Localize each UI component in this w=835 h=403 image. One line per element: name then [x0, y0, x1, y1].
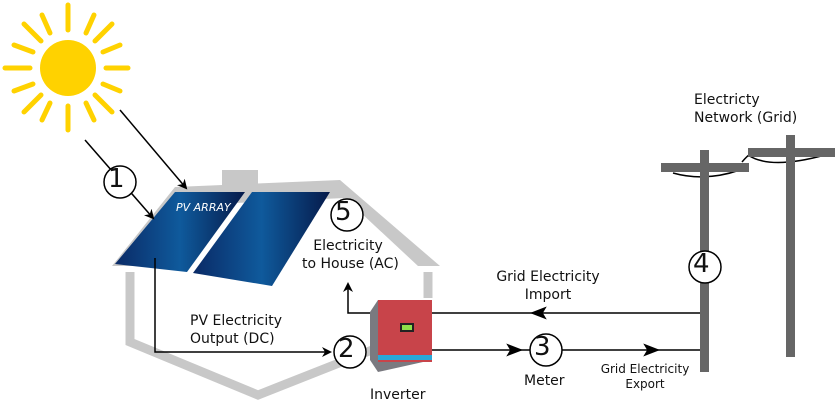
label-line: Electricty	[694, 92, 760, 108]
step-5-number: 5	[335, 197, 352, 227]
grid-import-label: Grid Electricity Import	[488, 268, 608, 304]
step-2-number: 2	[338, 334, 355, 364]
label-line: to House (AC)	[302, 256, 399, 272]
label-line: Import	[524, 287, 572, 303]
inverter-icon	[370, 300, 432, 372]
solar-panel-1	[115, 192, 245, 272]
inverter-label: Inverter	[370, 387, 426, 403]
power-pole-2	[748, 135, 835, 357]
ac-house-line	[343, 282, 372, 314]
label-line: PV Electricity	[190, 313, 283, 329]
label-line: Electricity	[313, 238, 383, 254]
grid-network-label: Electricty Network (Grid)	[694, 91, 797, 127]
pv-output-label: PV Electricity Output (DC)	[190, 312, 282, 348]
dc-output-line	[154, 258, 332, 357]
solar-panel-2	[193, 192, 330, 286]
sun-icon	[2, 2, 131, 133]
label-line: Grid Electricity	[496, 269, 600, 285]
electricity-to-house-label: Electricity to House (AC)	[302, 237, 399, 273]
grid-export-label: Grid Electricity Export	[595, 362, 695, 392]
label-line: Export	[625, 377, 665, 391]
label-line: Grid Electricity	[600, 362, 690, 376]
step-3-number: 3	[534, 332, 551, 362]
label-line: Output (DC)	[190, 331, 275, 347]
label-line: Network (Grid)	[694, 110, 798, 126]
pv-array-label: PV ARRAY	[176, 201, 231, 214]
step-1-number: 1	[108, 164, 125, 194]
sunlight-arrow	[119, 109, 188, 190]
meter-label: Meter	[524, 373, 565, 389]
step-4-number: 4	[693, 249, 710, 279]
